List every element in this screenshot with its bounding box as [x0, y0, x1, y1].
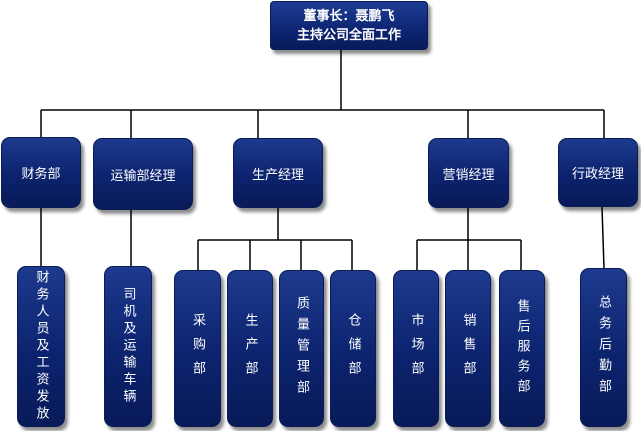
production-dept-box: 生产部	[227, 270, 273, 427]
after-sales-dept-label: 售后服务部	[514, 298, 530, 399]
finance-dept-box: 财务部	[1, 137, 81, 208]
drivers-label: 司机及运输车辆	[120, 287, 136, 406]
chairman-title: 董事长：聂鹏飞	[303, 8, 395, 24]
admin-manager-label: 行政经理	[571, 167, 624, 182]
production-dept-label: 生产部	[242, 312, 258, 385]
quality-dept-box: 质量管理部	[279, 270, 324, 427]
warehouse-dept-label: 仓储部	[345, 312, 361, 385]
sales-manager-box: 营销经理	[428, 138, 509, 208]
chairman-box: 董事长：聂鹏飞 主持公司全面工作	[270, 1, 428, 50]
sales-manager-label: 营销经理	[442, 167, 495, 183]
after-sales-dept-box: 售后服务部	[499, 270, 545, 427]
market-dept-label: 市场部	[408, 312, 424, 385]
warehouse-dept-box: 仓储部	[330, 270, 376, 427]
market-dept-box: 市场部	[393, 270, 439, 427]
logistics-dept-box: 总务后勤部	[580, 268, 627, 427]
selling-dept-box: 销售部	[445, 270, 491, 427]
drivers-box: 司机及运输车辆	[104, 266, 152, 427]
transport-manager-box: 运输部经理	[93, 138, 193, 210]
finance-dept-label: 财务部	[21, 167, 61, 182]
logistics-dept-label: 总务后勤部	[596, 295, 611, 400]
connector-admin-logistics	[601, 206, 605, 269]
purchasing-dept-label: 采购部	[190, 312, 205, 385]
admin-manager-box: 行政经理	[558, 138, 638, 207]
quality-dept-label: 质量管理部	[294, 296, 309, 401]
production-manager-label: 生产经理	[251, 167, 304, 183]
production-manager-box: 生产经理	[233, 138, 323, 208]
finance-staff-box: 财务人员及工资发放	[17, 266, 65, 427]
selling-dept-label: 销售部	[460, 312, 476, 385]
purchasing-dept-box: 采购部	[174, 270, 221, 427]
transport-manager-label: 运输部经理	[110, 168, 176, 184]
chairman-duty: 主持公司全面工作	[296, 27, 401, 43]
finance-staff-label: 财务人员及工资发放	[33, 270, 49, 423]
